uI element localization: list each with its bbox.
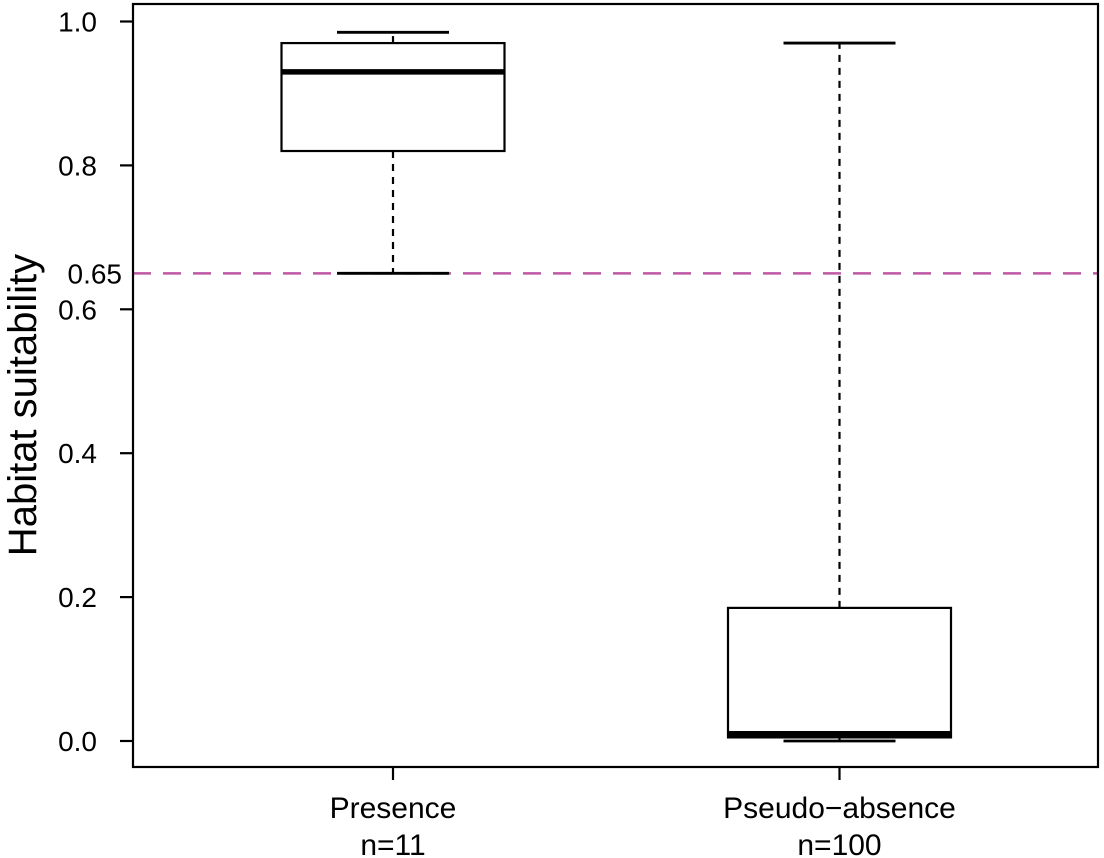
- y-axis-tick-label: 0.6: [58, 294, 97, 325]
- iqr-box: [280, 41, 506, 153]
- iqr-box: [726, 606, 953, 739]
- x-axis-n-label: n=100: [797, 829, 881, 858]
- y-axis-tick-label: 0.4: [58, 438, 97, 469]
- y-axis-tick-label: 0.2: [58, 582, 97, 613]
- plot-border: [131, 2, 1100, 769]
- x-axis-group-label: Presence: [330, 792, 457, 825]
- threshold-tick-label: 0.65: [68, 258, 123, 289]
- y-axis-title: Habitat suitability: [1, 254, 45, 556]
- y-axis-tick-label: 1.0: [58, 7, 97, 38]
- x-axis-group-label: Pseudo−absence: [723, 792, 956, 825]
- y-axis-tick-label: 0.0: [58, 726, 97, 757]
- x-axis-n-label: n=11: [360, 829, 425, 858]
- y-axis-tick-label: 0.8: [58, 150, 97, 181]
